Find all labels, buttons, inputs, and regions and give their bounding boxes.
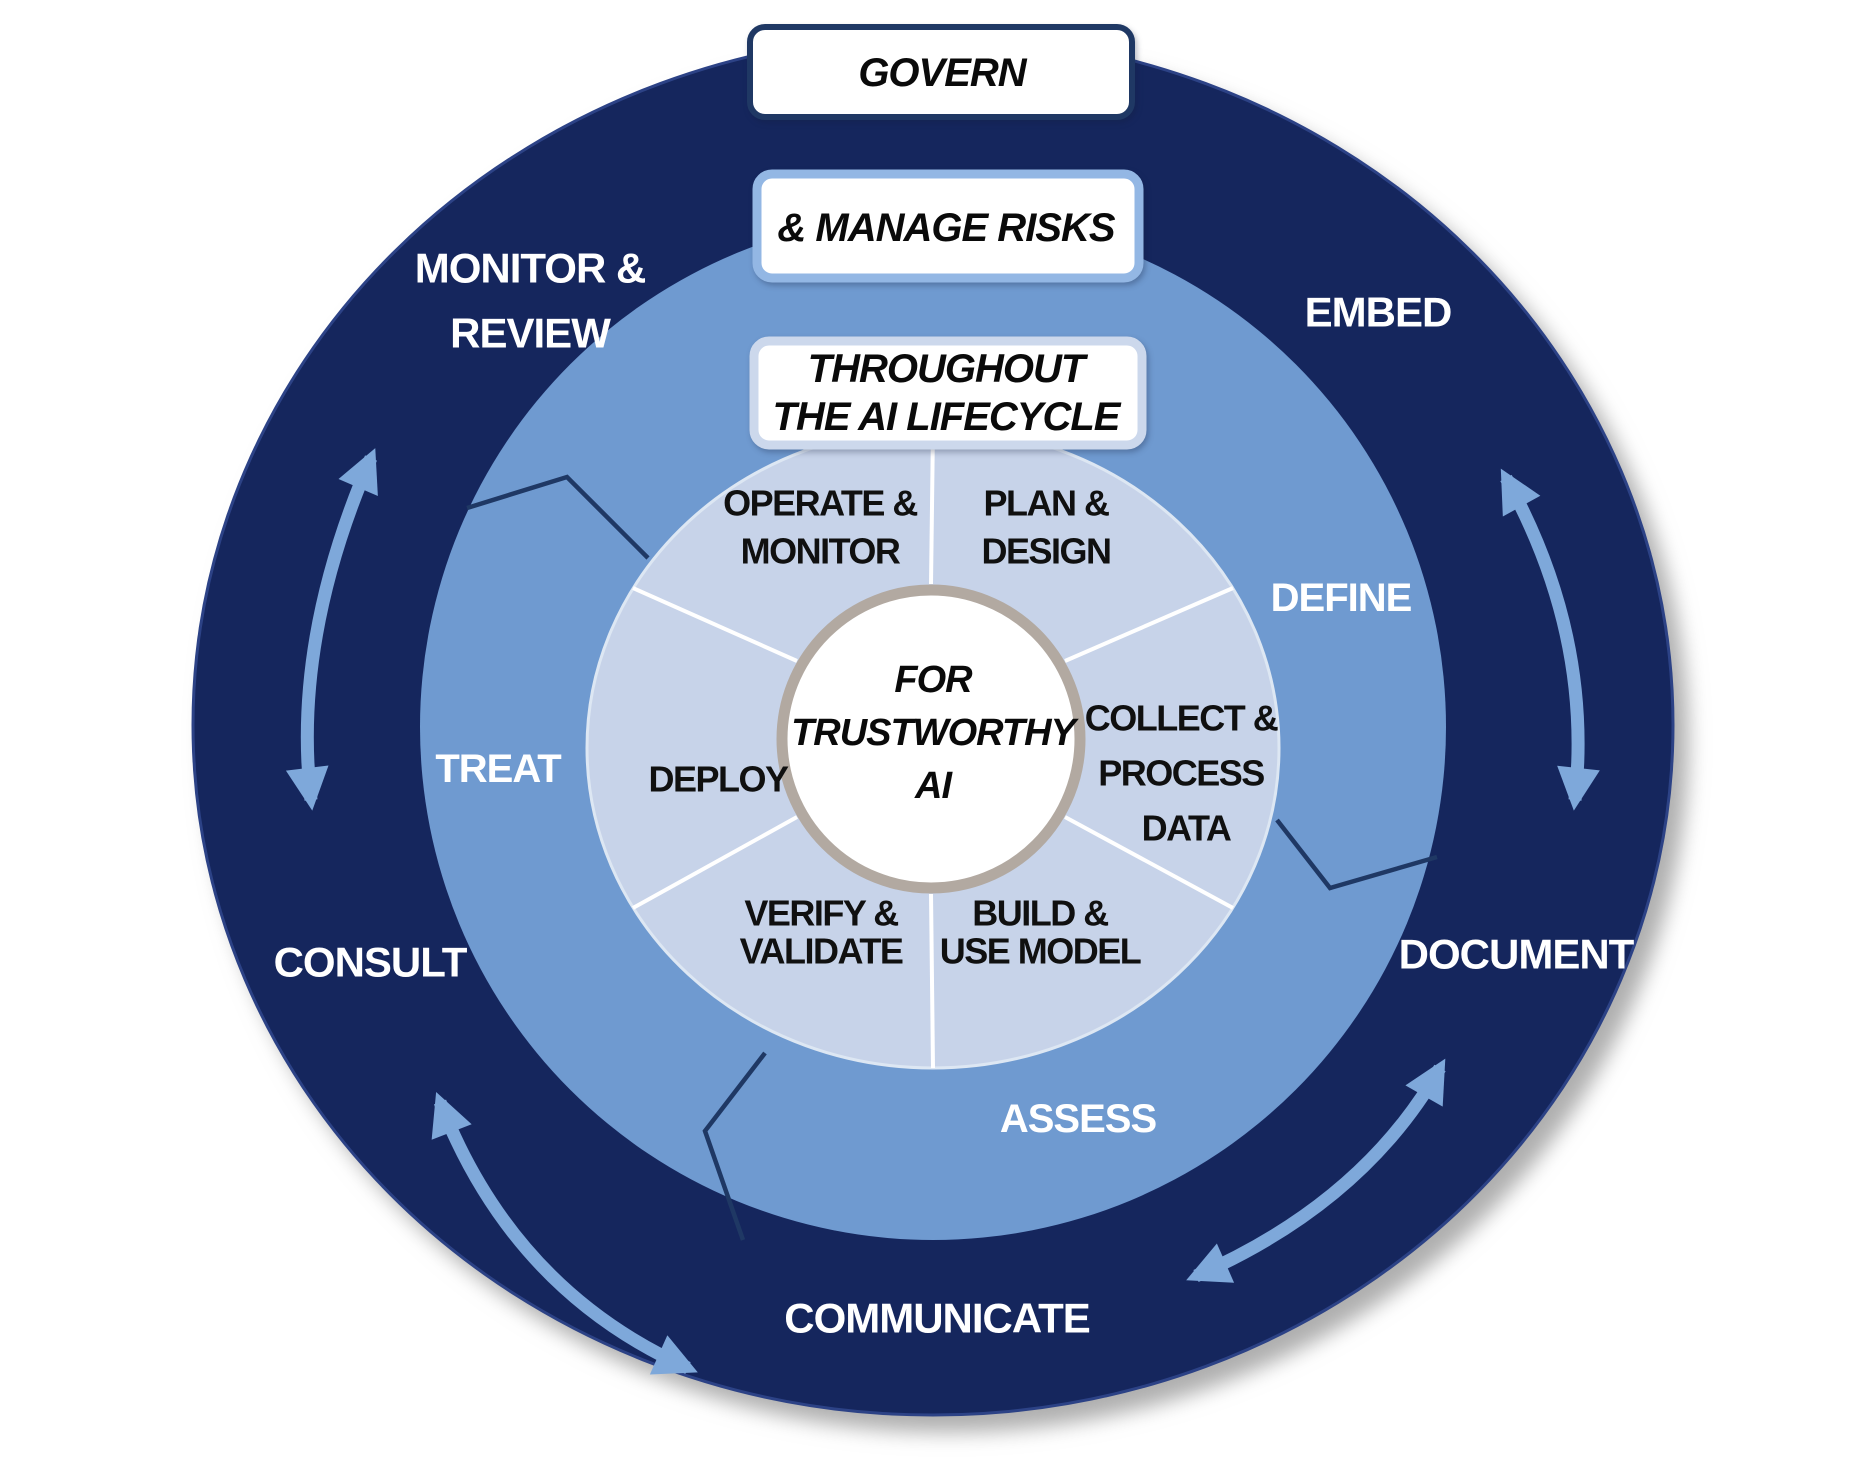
sector-operate-monitor-line2: MONITOR bbox=[741, 531, 901, 572]
sector-build-model-line2: USE MODEL bbox=[940, 931, 1141, 972]
center-text-line1: FOR bbox=[894, 659, 973, 701]
divider-lower-right bbox=[1064, 815, 1234, 910]
sector-operate-monitor-line1: OPERATE & bbox=[723, 483, 917, 524]
hexagon-corner-upper-left bbox=[466, 474, 650, 560]
middle-label-define: DEFINE bbox=[1271, 576, 1412, 620]
center-text-line3: AI bbox=[914, 765, 953, 807]
cycle-arrow-left-icon bbox=[285, 448, 378, 811]
sector-collect-data-line1: COLLECT & bbox=[1085, 698, 1278, 739]
throughout-lifecycle-box-shape bbox=[749, 336, 1147, 450]
sector-collect-data-line3: DATA bbox=[1142, 808, 1232, 849]
center-text-line2: TRUSTWORTHY bbox=[791, 712, 1079, 754]
govern-box-shape bbox=[747, 24, 1135, 120]
hexagon-corner-lower-left bbox=[702, 1051, 767, 1241]
govern-box-label: GOVERN bbox=[858, 51, 1027, 95]
divider-bottom bbox=[929, 893, 935, 1069]
divider-lower-left bbox=[632, 815, 798, 910]
manage-risks-box-shape bbox=[752, 169, 1144, 283]
cycle-arrow-bottom-left-icon bbox=[431, 1092, 698, 1375]
manage-risks-box: & MANAGE RISKS bbox=[752, 169, 1144, 283]
outer-label-consult: CONSULT bbox=[274, 939, 468, 986]
middle-label-treat: TREAT bbox=[435, 747, 561, 791]
divider-upper-left bbox=[632, 586, 798, 663]
outer-label-communicate: COMMUNICATE bbox=[784, 1295, 1090, 1342]
sector-plan-design-line1: PLAN & bbox=[984, 483, 1110, 524]
hexagon-corner-right bbox=[1275, 818, 1438, 891]
outer-label-monitor-review-line2: REVIEW bbox=[450, 310, 611, 357]
sector-verify-validate-line1: VERIFY & bbox=[744, 893, 898, 934]
divider-upper-right bbox=[1064, 586, 1234, 663]
throughout-lifecycle-box-line1: THROUGHOUT bbox=[808, 347, 1089, 391]
sector-deploy: DEPLOY bbox=[648, 759, 789, 800]
outer-label-monitor-review-line1: MONITOR & bbox=[415, 245, 646, 292]
sector-verify-validate-line2: VALIDATE bbox=[740, 931, 903, 972]
cycle-arrow-right-icon bbox=[1500, 468, 1600, 811]
throughout-lifecycle-box-line2: THE AI LIFECYCLE bbox=[773, 395, 1122, 439]
sector-collect-data-line2: PROCESS bbox=[1098, 753, 1264, 794]
outer-label-embed: EMBED bbox=[1305, 289, 1452, 336]
sector-build-model-line1: BUILD & bbox=[972, 893, 1108, 934]
sector-plan-design-line2: DESIGN bbox=[981, 531, 1110, 572]
center-circle bbox=[776, 584, 1086, 894]
govern-box: GOVERN bbox=[747, 24, 1135, 120]
middle-label-assess: ASSESS bbox=[1000, 1097, 1157, 1141]
cycle-arrow-bottom-right-icon bbox=[1186, 1058, 1446, 1283]
divider-top bbox=[929, 427, 935, 585]
manage-risks-box-label: & MANAGE RISKS bbox=[777, 206, 1115, 250]
outer-label-document: DOCUMENT bbox=[1399, 931, 1635, 978]
throughout-lifecycle-box: THROUGHOUT THE AI LIFECYCLE bbox=[749, 336, 1147, 450]
